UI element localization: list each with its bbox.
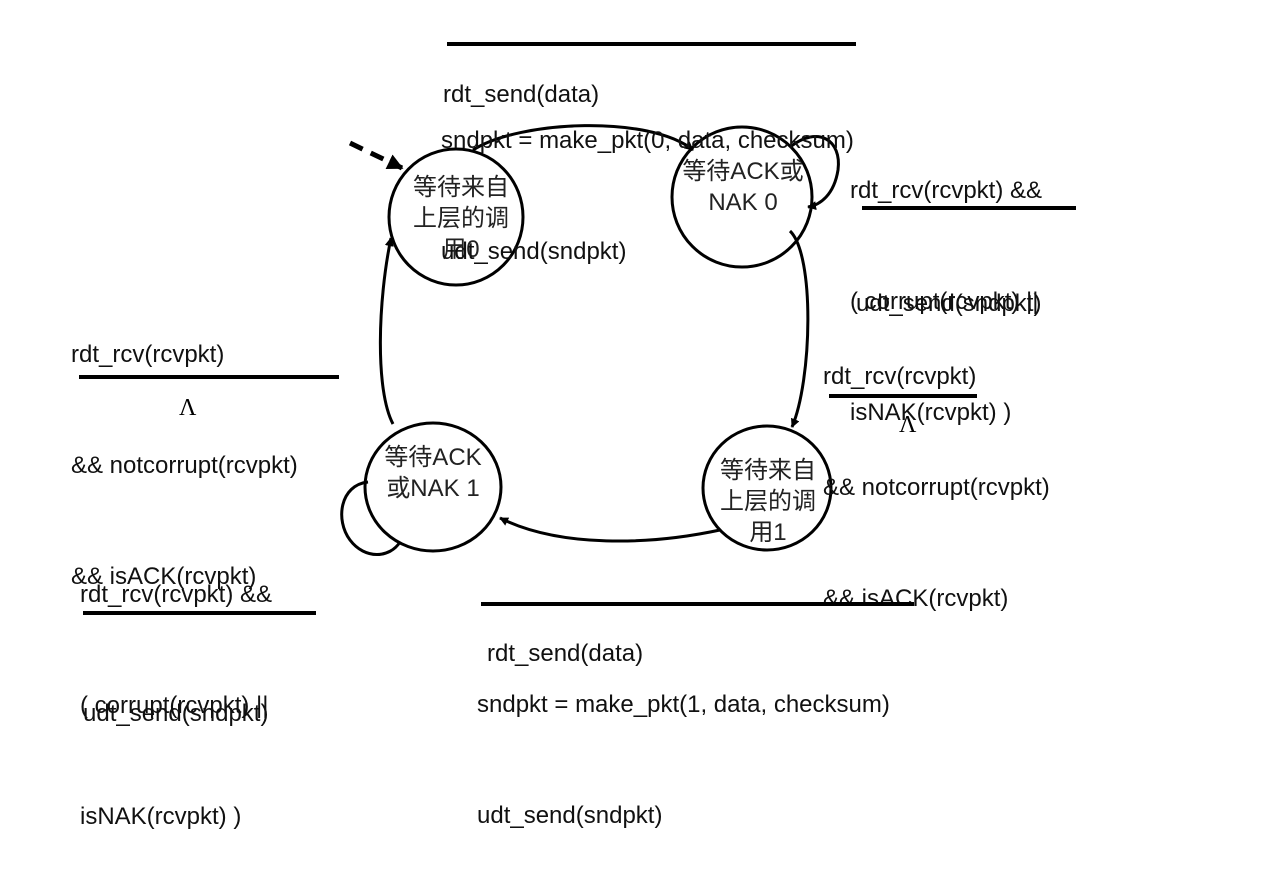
event-action-divider (83, 611, 316, 615)
state-circle-wait-call-1 (701, 424, 833, 552)
action-line: udt_send(sndpkt) (477, 802, 663, 829)
event-action-divider (481, 602, 914, 606)
transition-arrow-ack0 (788, 229, 810, 428)
transition-arrow-resend0 (789, 135, 840, 211)
event-action-divider (447, 42, 856, 46)
state-circle-wait-ack-nak-1 (363, 421, 503, 553)
action-line: sndpkt = make_pkt(0, data, checksum) (441, 127, 854, 154)
fsm-diagram (340, 124, 840, 556)
transition-arrow-send1 (499, 516, 721, 543)
transition-ack0-action-lambda: Λ (899, 412, 917, 438)
event-action-divider (862, 206, 1076, 210)
transition-resend0-event: rdt_rcv(rcvpkt) && ( corrupt(rcvpkt) || … (850, 98, 1042, 468)
transition-arrow-resend1 (340, 480, 402, 556)
state-circle-wait-call-0 (387, 147, 525, 287)
transition-ack1-event: rdt_rcv(rcvpkt) && notcorrupt(rcvpkt) &&… (71, 262, 298, 632)
event-line: && isACK(rcvpkt) (823, 585, 1009, 612)
state-label-line: 等待来自 (720, 457, 816, 484)
event-line: isNAK(rcvpkt) ) (850, 399, 1012, 426)
event-line: && isACK(rcvpkt) (71, 563, 257, 590)
transition-resend1-actions: udt_send(sndpkt) (83, 621, 268, 769)
transition-arrow-ack1 (378, 237, 395, 425)
transition-send1-actions: sndpkt = make_pkt(1, data, checksum) udt… (477, 612, 890, 871)
transition-arrow-send0 (472, 124, 694, 152)
event-line: && notcorrupt(rcvpkt) (823, 474, 1050, 501)
event-action-divider (829, 394, 977, 398)
transition-send1-event: rdt_send(data) (487, 561, 643, 709)
initial-state-arrow (348, 140, 404, 171)
transition-resend0-actions: udt_send(sndpkt) (856, 211, 1041, 359)
state-wait-ack-nak-1: 等待ACK 或NAK 1 (368, 442, 498, 504)
action-line: udt_send(sndpkt) (83, 700, 269, 727)
event-line: && notcorrupt(rcvpkt) (71, 452, 298, 479)
event-line: ( corrupt(rcvpkt) || (850, 288, 1039, 315)
state-wait-call-0: 等待来自 上层的调 用0 (396, 172, 526, 265)
event-line: rdt_rcv(rcvpkt) (71, 341, 225, 368)
action-line: udt_send(sndpkt) (441, 238, 627, 265)
state-label-line: NAK 0 (708, 189, 778, 216)
state-label-line: 等待ACK (384, 444, 482, 471)
action-line: udt_send(sndpkt) (856, 290, 1042, 317)
event-action-divider (79, 375, 339, 379)
state-label-line: 等待来自 (413, 174, 509, 201)
state-label-line: 等待ACK或 (682, 158, 804, 185)
state-label-line: 用0 (442, 236, 480, 263)
event-line: rdt_send(data) (487, 640, 644, 667)
event-line: isNAK(rcvpkt) ) (80, 803, 242, 830)
state-label-line: 用1 (749, 519, 787, 546)
state-circle-wait-ack-nak-0 (670, 125, 814, 269)
transition-send0-event: rdt_send(data) (443, 2, 599, 150)
state-wait-call-1: 等待来自 上层的调 用1 (703, 455, 833, 548)
event-line: rdt_rcv(rcvpkt) && (80, 581, 273, 608)
state-label-line: 或NAK 1 (386, 475, 480, 502)
state-label-line: 上层的调 (720, 488, 816, 515)
transition-send0-actions: sndpkt = make_pkt(0, data, checksum) udt… (441, 48, 854, 307)
transition-ack0-event: rdt_rcv(rcvpkt) && notcorrupt(rcvpkt) &&… (823, 284, 1050, 654)
transition-ack1-action-lambda: Λ (179, 395, 197, 421)
state-wait-ack-nak-0: 等待ACK或 NAK 0 (672, 156, 814, 218)
event-line: rdt_rcv(rcvpkt) && (850, 177, 1043, 204)
event-line: rdt_send(data) (443, 81, 600, 108)
action-line: sndpkt = make_pkt(1, data, checksum) (477, 691, 890, 718)
state-label-line: 上层的调 (413, 205, 509, 232)
event-line: rdt_rcv(rcvpkt) (823, 363, 977, 390)
